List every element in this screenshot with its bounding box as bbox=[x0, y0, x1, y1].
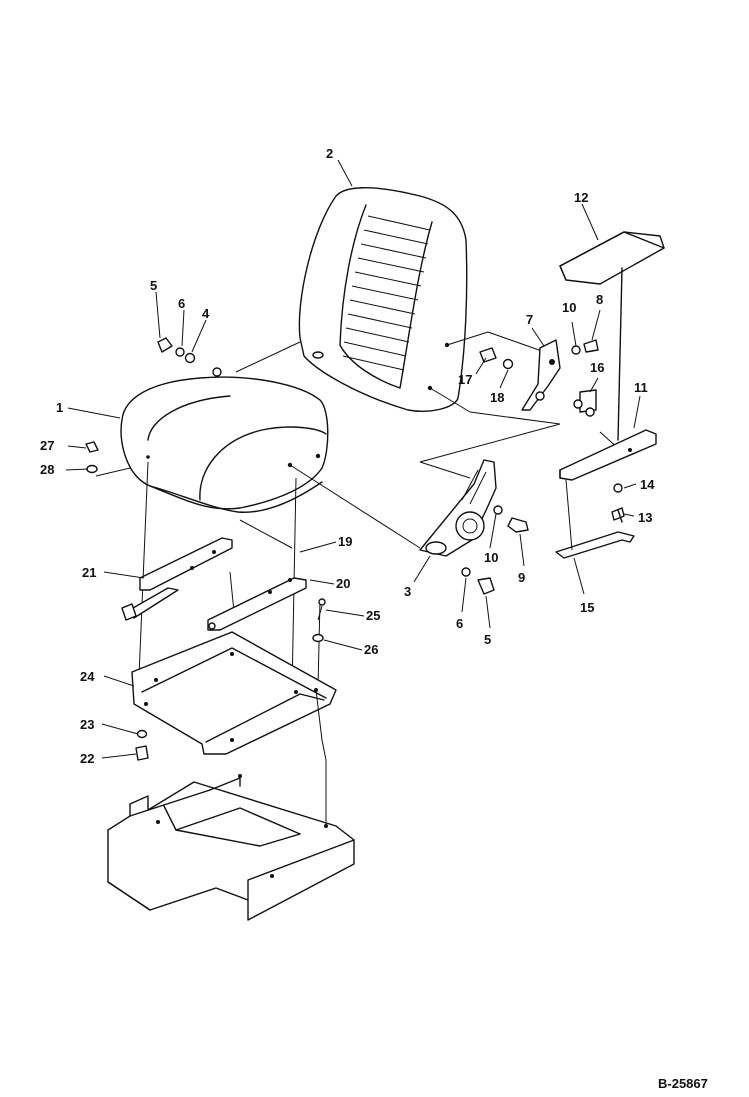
callout-10-upper: 10 bbox=[562, 300, 576, 315]
callout-9: 9 bbox=[518, 570, 525, 585]
callout-26: 26 bbox=[364, 642, 378, 657]
washer-25-26 bbox=[312, 605, 324, 643]
armrest bbox=[559, 231, 665, 441]
callout-20: 20 bbox=[336, 576, 350, 591]
frame-base bbox=[107, 689, 355, 921]
callout-28: 28 bbox=[40, 462, 54, 477]
hinge-parts bbox=[479, 339, 599, 417]
slide-rail-right bbox=[207, 577, 326, 631]
callout-15: 15 bbox=[580, 600, 594, 615]
callout-14: 14 bbox=[640, 477, 655, 492]
callout-18: 18 bbox=[490, 390, 504, 405]
callout-19: 19 bbox=[338, 534, 352, 549]
recliner-mechanism bbox=[419, 459, 497, 557]
bolt-5-upper bbox=[157, 337, 196, 364]
callout-16: 16 bbox=[590, 360, 604, 375]
callout-2: 2 bbox=[326, 146, 333, 161]
callout-11: 11 bbox=[634, 380, 648, 395]
callout-23: 23 bbox=[80, 717, 94, 732]
callout-27: 27 bbox=[40, 438, 54, 453]
nut-22 bbox=[135, 729, 149, 761]
callout-10-lower: 10 bbox=[484, 550, 498, 565]
callout-12: 12 bbox=[574, 190, 588, 205]
bolt-13 bbox=[611, 483, 625, 523]
callout-21: 21 bbox=[82, 565, 96, 580]
figure-code: B-25867 bbox=[658, 1076, 708, 1091]
seat-lever bbox=[555, 479, 635, 559]
callout-8: 8 bbox=[596, 292, 603, 307]
callout-4: 4 bbox=[202, 306, 210, 321]
callout-6-upper: 6 bbox=[178, 296, 185, 311]
callout-6-lower: 6 bbox=[456, 616, 463, 631]
nut-27 bbox=[85, 441, 131, 477]
seat-back bbox=[298, 187, 468, 412]
seat-mount-plate bbox=[131, 631, 337, 755]
callout-25: 25 bbox=[366, 608, 380, 623]
callout-5-upper: 5 bbox=[150, 278, 157, 293]
bolt-5-lower bbox=[461, 567, 495, 595]
leader-lines bbox=[65, 159, 641, 759]
callout-13: 13 bbox=[638, 510, 652, 525]
callout-5-lower: 5 bbox=[484, 632, 491, 647]
slide-rail-left bbox=[121, 537, 233, 621]
callout-3: 3 bbox=[404, 584, 411, 599]
callout-24: 24 bbox=[80, 669, 95, 684]
armrest-bracket bbox=[559, 429, 657, 481]
bolt-9 bbox=[493, 505, 529, 533]
callout-labels: 2 12 5 6 4 1 27 28 7 10 8 16 11 17 18 14… bbox=[40, 146, 655, 766]
callout-17: 17 bbox=[458, 372, 472, 387]
callout-1: 1 bbox=[56, 400, 63, 415]
callout-22: 22 bbox=[80, 751, 94, 766]
seat-cushion bbox=[120, 367, 329, 513]
callout-7: 7 bbox=[526, 312, 533, 327]
